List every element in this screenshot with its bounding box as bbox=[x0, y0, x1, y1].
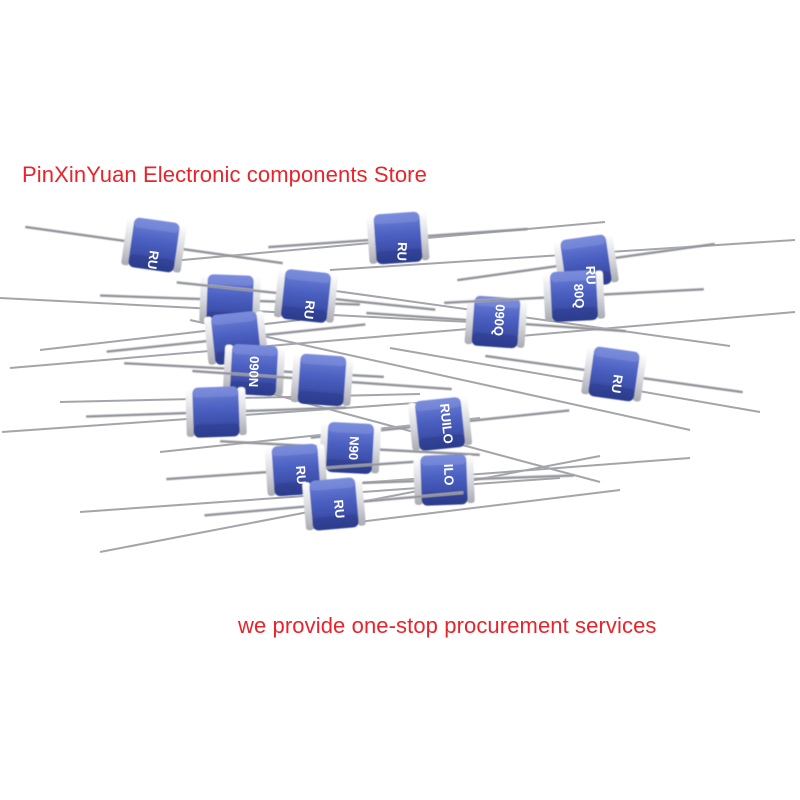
svg-text:RU: RU bbox=[293, 465, 309, 485]
svg-text:RU: RU bbox=[394, 242, 410, 261]
svg-text:RU: RU bbox=[331, 499, 348, 519]
svg-text:ILO: ILO bbox=[441, 464, 457, 486]
svg-text:RU: RU bbox=[608, 374, 625, 395]
svg-text:RUILO: RUILO bbox=[437, 403, 456, 445]
svg-text:RU: RU bbox=[583, 266, 599, 285]
tagline: we provide one-stop procurement services bbox=[238, 613, 657, 638]
marking-ru-1: RU bbox=[144, 250, 161, 271]
svg-text:RU: RU bbox=[301, 300, 318, 320]
svg-text:090Q: 090Q bbox=[491, 304, 508, 337]
svg-text:80Q: 80Q bbox=[571, 283, 587, 308]
store-title: PinXinYuan Electronic components Store bbox=[22, 162, 427, 187]
svg-text:N90: N90 bbox=[346, 436, 362, 461]
svg-text:090N: 090N bbox=[246, 356, 262, 388]
